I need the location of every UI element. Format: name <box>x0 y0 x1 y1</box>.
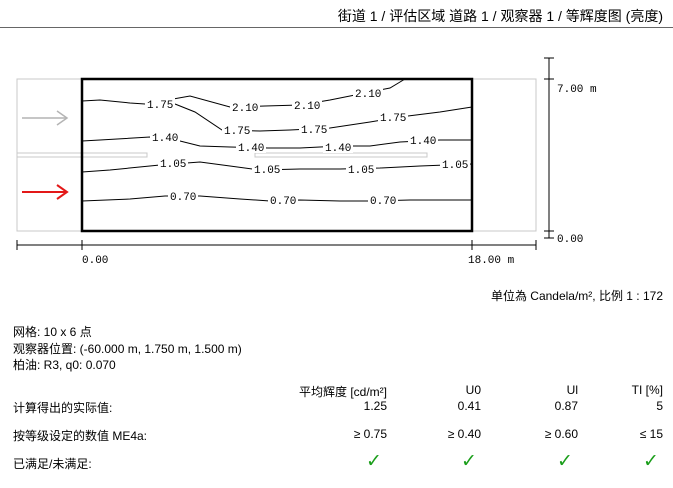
contour-label: 0.70 <box>368 194 398 208</box>
row-actual-avg: 1.25 <box>363 399 387 413</box>
contour-label-text: 2.10 <box>294 101 320 113</box>
check-icon-avg: ✓ <box>366 451 382 472</box>
contour-label-text: 0.70 <box>370 196 396 208</box>
contour-label-text: 0.70 <box>170 192 196 204</box>
isoluminance-diagram: 1.75 2.10 2.10 2.10 1.75 1.75 1.75 1.40 … <box>16 57 597 267</box>
page-title: 街道 1 / 评估区域 道路 1 / 观察器 1 / 等辉度图 (亮度) <box>337 8 663 24</box>
observer-arrow-gray-icon <box>22 110 69 126</box>
contour-label: 2.10 <box>353 87 383 101</box>
header-divider <box>0 27 673 28</box>
grid-info: 网格: 10 x 6 点 <box>13 325 92 339</box>
contour-label-text: 1.40 <box>325 143 351 155</box>
header-avg-luminance: 平均辉度 [cd/m²] <box>298 385 387 399</box>
observer-position: 观察器位置: (-60.000 m, 1.750 m, 1.500 m) <box>13 342 242 356</box>
row-required-label: 按等级设定的数值 ME4a: <box>13 429 148 443</box>
contour-label-text: 1.05 <box>160 159 186 171</box>
contour-label: 0.70 <box>168 190 198 204</box>
contour-label-text: 0.70 <box>270 196 296 208</box>
contour-label: 1.75 <box>222 124 252 138</box>
contour-label: 1.40 <box>236 141 266 155</box>
contour-label: 1.05 <box>158 157 188 171</box>
contour-label-text: 1.05 <box>442 160 468 172</box>
row-fulfilled-label: 已满足/未满足: <box>13 457 92 471</box>
check-icon-u0: ✓ <box>461 451 477 472</box>
contour-label: 1.40 <box>323 141 353 155</box>
row-required-u0: ≥ 0.40 <box>447 427 481 441</box>
evaluation-field <box>80 77 474 233</box>
header-ul: Ul <box>566 383 578 397</box>
header-u0: U0 <box>465 383 481 397</box>
height-dimension <box>544 57 554 239</box>
row-required-ul: ≥ 0.60 <box>544 427 578 441</box>
contour-label-text: 1.40 <box>238 143 264 155</box>
contour-label: 0.70 <box>268 194 298 208</box>
contour-label: 1.05 <box>440 158 470 172</box>
width-dimension <box>16 240 537 250</box>
height-label-top: 7.00 m <box>557 84 597 96</box>
check-icon-ul: ✓ <box>557 451 573 472</box>
contour-label: 1.05 <box>252 163 282 177</box>
contour-label: 1.40 <box>408 134 438 148</box>
contour-label-text: 1.05 <box>254 165 280 177</box>
row-actual-label: 计算得出的实际值: <box>13 401 113 415</box>
row-actual-ul: 0.87 <box>554 399 578 413</box>
row-actual-u0: 0.41 <box>457 399 481 413</box>
contour-label: 2.10 <box>230 101 260 115</box>
contour-label: 1.75 <box>299 123 329 137</box>
height-label-bottom: 0.00 <box>557 234 583 246</box>
width-label-right: 18.00 m <box>468 255 515 267</box>
observer-arrow-red-icon <box>22 184 69 200</box>
row-required-avg: ≥ 0.75 <box>353 427 387 441</box>
width-label-left: 0.00 <box>82 255 108 267</box>
unit-scale-note: 单位為 Candela/m², 比例 1 : 172 <box>490 289 663 303</box>
road-outline <box>16 78 537 232</box>
contour-label-text: 1.75 <box>224 126 250 138</box>
contour-label-text: 1.40 <box>410 136 436 148</box>
contour-label: 2.10 <box>292 99 322 113</box>
contour-label-text: 1.75 <box>380 113 406 125</box>
surface-info: 柏油: R3, q0: 0.070 <box>13 358 116 372</box>
check-icon-ti: ✓ <box>643 451 659 472</box>
contour-label-text: 2.10 <box>232 103 258 115</box>
contour-label: 1.75 <box>145 98 175 112</box>
contour-label: 1.75 <box>378 111 408 125</box>
contour-label-text: 1.75 <box>147 100 173 112</box>
contour-label-text: 1.05 <box>348 165 374 177</box>
contour-label-text: 2.10 <box>355 89 381 101</box>
contour-label-text: 1.75 <box>301 125 327 137</box>
row-actual-ti: 5 <box>656 399 663 413</box>
contour-label-text: 1.40 <box>152 133 178 145</box>
contour-label: 1.05 <box>346 163 376 177</box>
header-ti: TI [%] <box>631 383 663 397</box>
row-required-ti: ≤ 15 <box>639 427 663 441</box>
contour-label: 1.40 <box>150 131 180 145</box>
